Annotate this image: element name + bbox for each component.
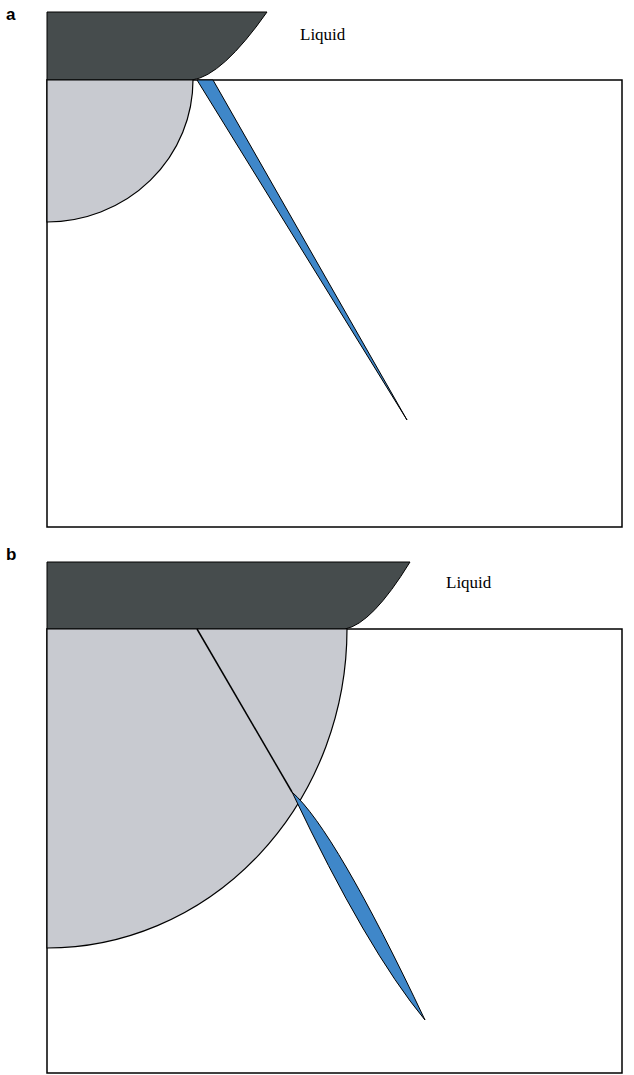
medium-label: Liquid [300,26,345,45]
panel-b-figure [47,562,622,1073]
penetration-zone [47,629,347,948]
crack-trace [197,629,292,792]
penetration-zone [47,80,193,222]
panel-letter: a [6,6,15,25]
crack [292,792,425,1020]
liquid-droplet [47,562,410,629]
crack [197,80,407,420]
solid-block [47,629,622,1073]
panel-a-figure [47,12,622,527]
medium-label: Liquid [446,574,491,593]
panel-letter: b [6,546,16,565]
liquid-droplet [47,12,267,80]
solid-block [47,80,622,527]
